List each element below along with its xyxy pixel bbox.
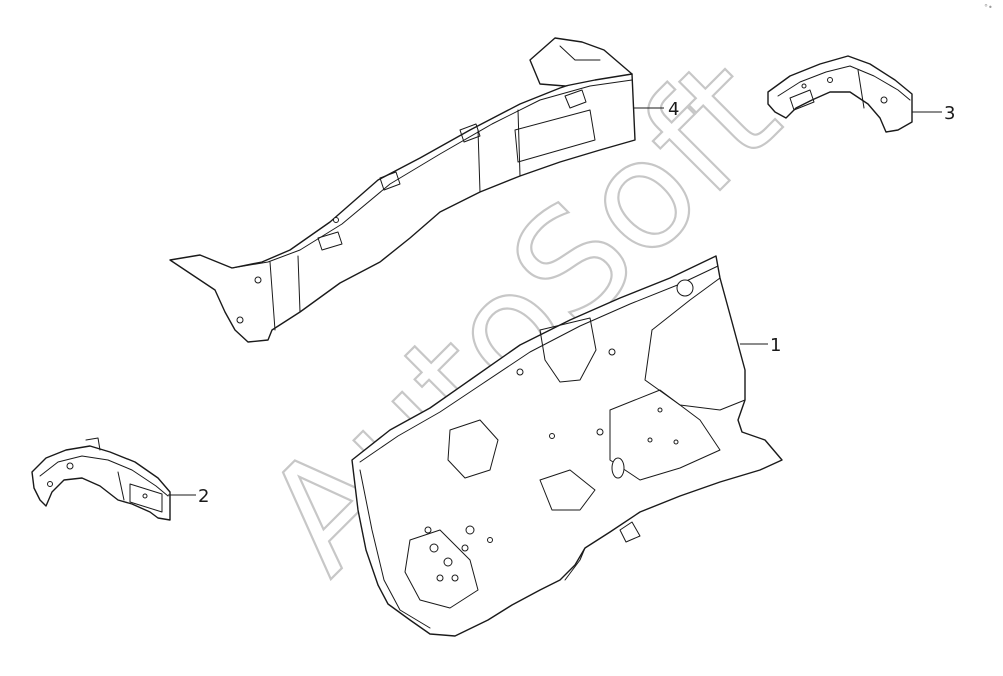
callout-1[interactable]: 1 — [770, 335, 781, 356]
callout-3[interactable]: 3 — [944, 103, 955, 124]
part-1-dash-panel[interactable] — [351, 255, 783, 637]
callout-2[interactable]: 2 — [198, 486, 209, 507]
part-4-cowl-panel[interactable] — [169, 37, 636, 343]
corner-mark: °• — [984, 3, 993, 12]
callout-4[interactable]: 4 — [668, 99, 679, 120]
part-3-bracket[interactable] — [767, 55, 913, 133]
part-2-bracket[interactable] — [31, 437, 171, 521]
